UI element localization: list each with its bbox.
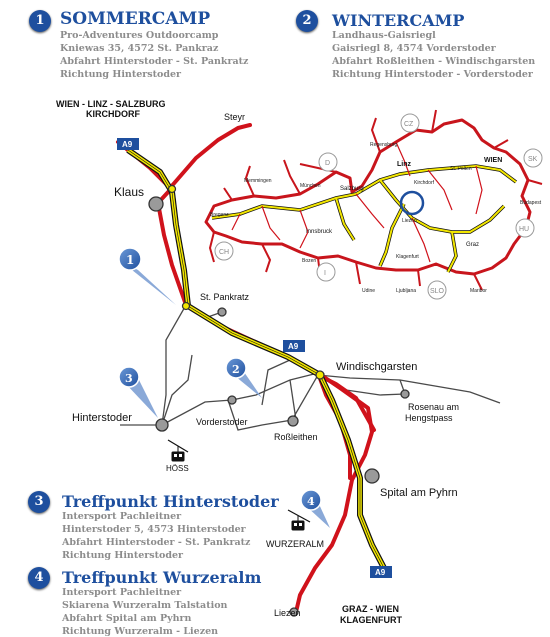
svg-text:Innsbruck: Innsbruck (306, 229, 333, 235)
svg-text:SLO: SLO (430, 288, 445, 295)
svg-text:1: 1 (126, 253, 134, 267)
block-line: Intersport Pachleitner (62, 587, 182, 598)
local-roads (120, 304, 501, 431)
svg-text:CZ: CZ (404, 121, 414, 128)
label-graz-wien: GRAZ - WIEN (342, 604, 399, 614)
inset-location-ring (399, 190, 425, 216)
block-line: Abfahrt Hinterstoder - St. Pankratz (60, 56, 249, 67)
svg-text:3: 3 (125, 372, 133, 385)
svg-text:WIEN: WIEN (484, 157, 502, 164)
number-badge: 2 (296, 10, 318, 32)
number-badge: 3 (28, 491, 50, 513)
block-line: Richtung Hinterstoder - Vorderstoder (332, 69, 533, 80)
block-title: WINTERCAMP (332, 11, 465, 30)
svg-text:A9: A9 (288, 342, 299, 351)
svg-text:Liezen: Liezen (402, 218, 417, 224)
austria-inset: CZ D SK HU CH I SLO Linz WIEN St. Pölten… (204, 109, 543, 300)
city-dots (148, 184, 410, 617)
block-line: Hinterstoder 5, 4573 Hinterstoder (62, 524, 246, 535)
block-line: Intersport Pachleitner (62, 511, 182, 522)
label-klaus: Klaus (114, 185, 144, 199)
svg-text:Ljubljana: Ljubljana (396, 288, 416, 294)
block-line: Skiarena Wurzeralm Talstation (62, 600, 228, 611)
label-st-pankratz: St. Pankratz (200, 292, 250, 302)
marker-1: 1 (118, 247, 176, 305)
block-title: SOMMERCAMP (60, 9, 211, 29)
number-badge: 1 (29, 10, 51, 32)
block-title: Treffpunkt Wurzeralm (62, 568, 262, 587)
block-line: Abfahrt Roßleithen - Windischgarsten (332, 56, 536, 67)
austria-border (204, 118, 532, 276)
svg-text:A9: A9 (122, 140, 133, 149)
svg-text:I: I (324, 270, 326, 277)
svg-text:Bregenz: Bregenz (210, 212, 229, 218)
label-klagenfurt: KLAGENFURT (340, 615, 402, 625)
block-line: Richtung Wurzeralm - Liezen (62, 626, 219, 637)
svg-text:Regensburg: Regensburg (370, 142, 397, 148)
block-line: Abfahrt Spital am Pyhrn (62, 613, 192, 624)
label-spital: Spital am Pyhrn (380, 487, 458, 499)
svg-text:Salzburg: Salzburg (340, 186, 364, 192)
label-hinterstoder: Hinterstoder (72, 412, 132, 424)
label-rosenau-1: Rosenau am (408, 402, 459, 412)
cable-car-icon-hoess (167, 439, 189, 462)
map-labels: WIEN - LINZ - SALZBURG KIRCHDORF Steyr K… (56, 99, 459, 625)
label-steyr: Steyr (224, 112, 245, 122)
label-wien-linz: WIEN - LINZ - SALZBURG (56, 99, 166, 109)
marker-4: 4 (300, 489, 330, 528)
label-kirchdorf: KIRCHDORF (86, 109, 140, 119)
svg-text:Budapest: Budapest (520, 200, 542, 206)
svg-text:SK: SK (528, 156, 538, 163)
svg-text:Linz: Linz (397, 161, 411, 168)
label-hoess: HÖSS (166, 464, 189, 473)
svg-text:A9: A9 (375, 568, 386, 577)
label-rossleithen: Roßleithen (274, 432, 318, 442)
svg-text:Graz: Graz (466, 242, 479, 248)
svg-text:Maribor: Maribor (470, 288, 487, 294)
number-badge: 4 (28, 567, 50, 589)
label-liezen: Liezen (274, 608, 301, 618)
block-line: Gaisriegl 8, 4574 Vorderstoder (332, 43, 496, 54)
svg-text:Bozen: Bozen (302, 258, 316, 264)
svg-text:München: München (300, 183, 321, 189)
marker-3: 3 (118, 366, 158, 418)
a9-shield-top: A9 (117, 138, 139, 150)
marker-2: 2 (225, 357, 262, 398)
block-line: Landhaus-Gaisriegl (332, 30, 436, 41)
block-line: Abfahrt Hinterstoder - St. Pankratz (62, 537, 251, 548)
svg-text:D: D (325, 160, 330, 167)
svg-text:4: 4 (307, 495, 315, 508)
label-windischgarsten: Windischgarsten (336, 361, 417, 373)
svg-text:HU: HU (519, 226, 529, 233)
block-line: Pro-Adventures Outdoorcamp (60, 30, 219, 41)
a9-shield-bottom: A9 (370, 566, 392, 578)
svg-text:St. Pölten: St. Pölten (450, 166, 472, 172)
block-line: Kniewas 35, 4572 St. Pankraz (60, 43, 219, 54)
label-rosenau-2: Hengstpass (405, 413, 453, 423)
svg-text:Kirchdorf: Kirchdorf (414, 180, 435, 186)
svg-text:Klagenfurt: Klagenfurt (396, 254, 419, 260)
svg-text:2: 2 (232, 363, 240, 376)
block-line: Richtung Hinterstoder (60, 69, 182, 80)
svg-text:Udine: Udine (362, 288, 375, 294)
svg-text:Memmingen: Memmingen (244, 178, 272, 184)
label-wurzeralm: WURZERALM (266, 539, 324, 549)
block-title: Treffpunkt Hinterstoder (62, 492, 279, 511)
cable-car-icon-wurzeralm (287, 509, 311, 531)
svg-text:CH: CH (219, 249, 229, 256)
label-vorderstoder: Vorderstoder (196, 417, 248, 427)
block-line: Richtung Hinterstoder (62, 550, 184, 561)
a9-shield-mid: A9 (283, 340, 305, 352)
